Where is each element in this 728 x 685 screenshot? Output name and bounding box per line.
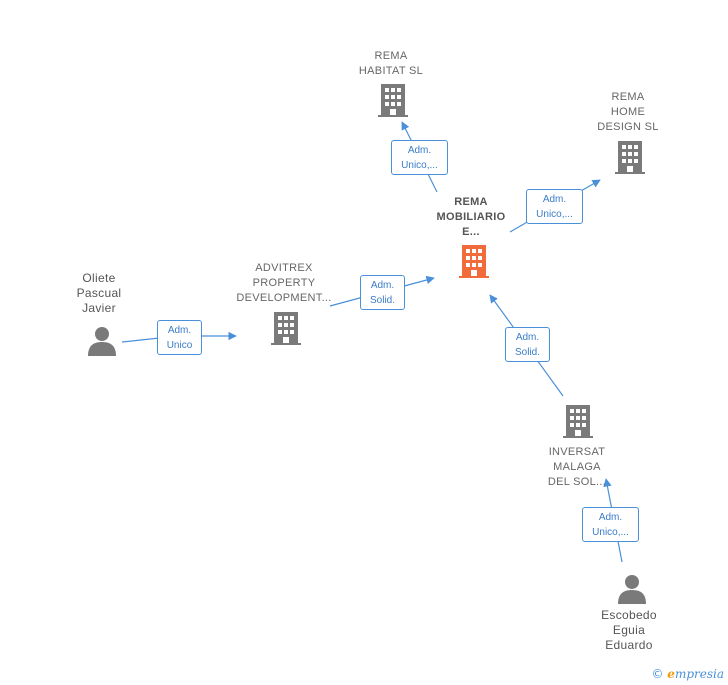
edge-label-escobedo-to-inversat[interactable]: Adm. Unico,... [582, 507, 639, 542]
node-label-rema-habitat[interactable]: REMA HABITAT SL [358, 50, 424, 77]
edge-label-to-habitat[interactable]: Adm. Unico,... [391, 140, 448, 175]
building-icon[interactable] [615, 141, 645, 174]
node-label-oliete[interactable]: Oliete Pascual Javier [76, 271, 122, 315]
building-icon[interactable] [271, 312, 301, 345]
copyright-symbol: © [651, 667, 664, 681]
person-icon[interactable] [618, 575, 646, 604]
edge-label-advitrex-to-mobiliario[interactable]: Adm. Solid. [360, 275, 405, 310]
edge-label-to-home-design[interactable]: Adm. Unico,... [526, 189, 583, 224]
building-icon[interactable] [459, 245, 489, 278]
node-label-escobedo[interactable]: Escobedo Eguia Eduardo [601, 608, 657, 652]
building-icon[interactable] [378, 84, 408, 117]
edge-label-inversat-to-mobiliario[interactable]: Adm. Solid. [505, 327, 550, 362]
person-icon[interactable] [88, 327, 116, 356]
node-label-advitrex[interactable]: ADVITREX PROPERTY DEVELOPMENT... [236, 262, 332, 304]
node-label-rema-home-design[interactable]: REMA HOME DESIGN SL [597, 91, 659, 133]
brand-name: mpresia [674, 667, 724, 681]
empresia-logo: © empresia [651, 667, 724, 681]
edge-label-oliete-to-advitrex[interactable]: Adm. Unico [157, 320, 202, 355]
node-label-rema-mobiliario[interactable]: REMA MOBILIARIO E... [436, 196, 506, 238]
brand-initial: e [667, 667, 675, 681]
building-icon[interactable] [563, 405, 593, 438]
node-label-inversat[interactable]: INVERSAT MALAGA DEL SOL... [547, 446, 607, 488]
